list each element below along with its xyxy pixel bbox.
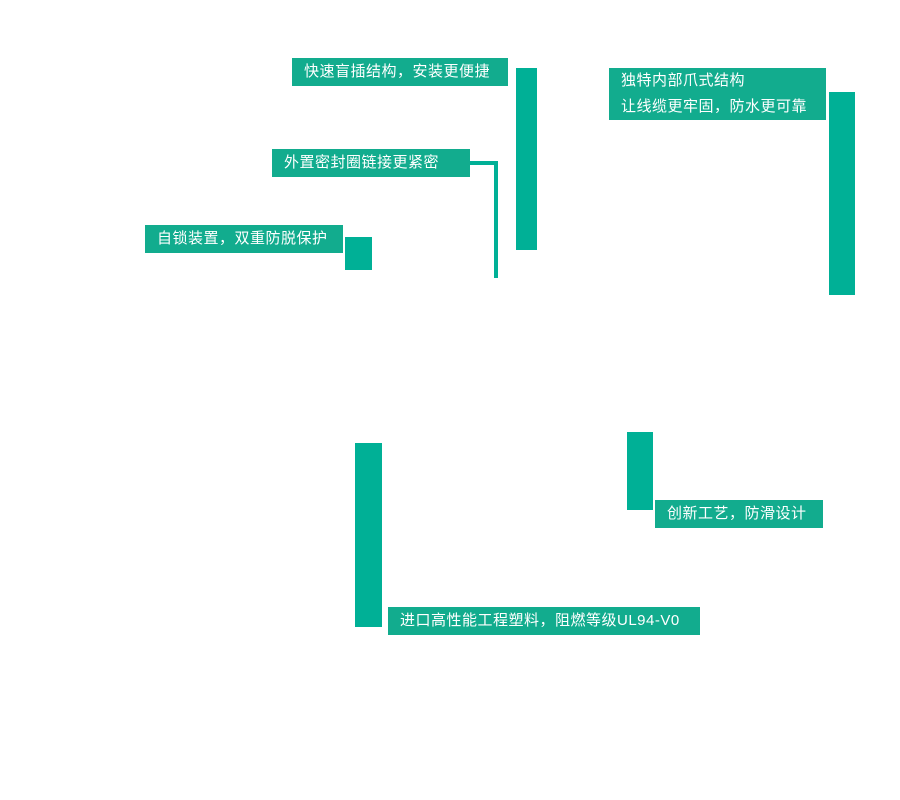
callout-label-internal-claw: 独特内部爪式结构让线缆更牢固，防水更可靠	[609, 68, 826, 120]
callout-label-line: 进口高性能工程塑料，阻燃等级UL94-V0	[400, 612, 680, 629]
callout-label-line: 独特内部爪式结构	[621, 72, 746, 89]
callout-label-external-seal-ring: 外置密封圈链接更紧密	[272, 149, 470, 177]
marker-bar-marker-bottom-left	[355, 443, 382, 627]
marker-bar-marker-top-right	[829, 92, 855, 295]
callout-label-flame-retardant-plastic: 进口高性能工程塑料，阻燃等级UL94-V0	[388, 607, 700, 635]
callout-label-quick-blind-plug: 快速盲插结构，安装更便捷	[292, 58, 508, 86]
connector-vertical-segment	[494, 161, 498, 278]
callout-label-anti-slip-process: 创新工艺，防滑设计	[655, 500, 823, 528]
callout-label-self-locking: 自锁装置，双重防脱保护	[145, 225, 343, 253]
callout-label-line: 快速盲插结构，安装更便捷	[304, 63, 491, 80]
callout-label-line: 自锁装置，双重防脱保护	[157, 230, 328, 247]
callout-label-line: 外置密封圈链接更紧密	[284, 154, 440, 171]
callout-label-line: 让线缆更牢固，防水更可靠	[621, 98, 808, 115]
connector-horizontal-segment	[470, 161, 498, 165]
connector-line-connector-seal-ring	[470, 161, 498, 278]
marker-bar-marker-anti-slip	[627, 432, 653, 510]
marker-bar-marker-self-locking	[345, 237, 372, 270]
callout-label-line: 创新工艺，防滑设计	[667, 505, 807, 522]
marker-bar-marker-top-center	[516, 68, 537, 250]
